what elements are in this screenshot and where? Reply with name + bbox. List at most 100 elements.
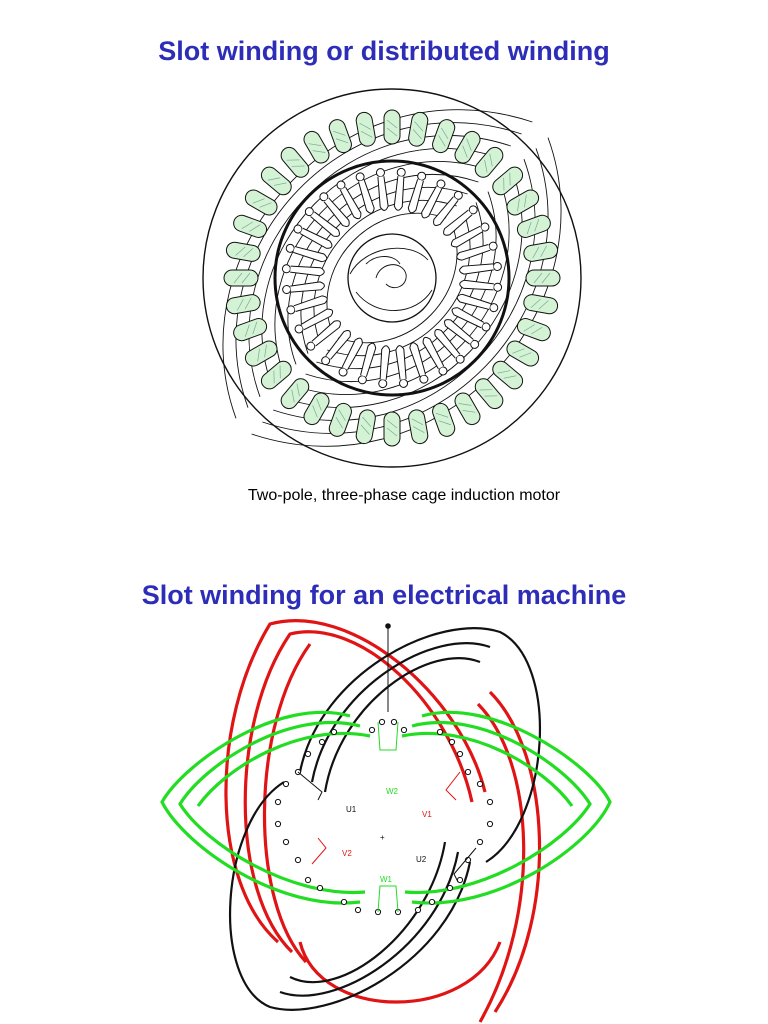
- terminal: [414, 906, 422, 914]
- stator-slot: [223, 269, 259, 287]
- rotor-bar: [407, 171, 427, 214]
- label-u1: U1: [346, 805, 357, 814]
- stator-slot: [244, 340, 278, 367]
- stator-slot: [383, 109, 401, 145]
- stator-outline: [202, 88, 582, 468]
- rotor-bar: [450, 222, 490, 248]
- shaft: [347, 233, 437, 323]
- rotor-bar: [409, 342, 429, 384]
- rotor-bar: [421, 179, 446, 219]
- label-v2: V2: [342, 849, 352, 858]
- stator-slot: [408, 111, 429, 147]
- stator-slot: [225, 294, 261, 315]
- label-v1: V1: [422, 810, 432, 819]
- rotor-bar: [306, 320, 341, 351]
- stator-slot: [225, 241, 261, 262]
- rotor-bar: [434, 329, 465, 364]
- terminal: [282, 838, 290, 846]
- terminal: [446, 884, 454, 892]
- rotor-bar: [443, 205, 478, 236]
- terminal: [282, 780, 290, 788]
- stator-slot: [516, 318, 551, 342]
- terminal: [274, 820, 282, 828]
- rotor-bar: [456, 293, 499, 313]
- stator-slot: [516, 214, 551, 238]
- stator-slot: [525, 269, 561, 287]
- rotor-bar: [282, 281, 325, 295]
- label-w2: W2: [386, 787, 399, 796]
- phase-v-red-coils: [224, 619, 542, 1023]
- rotor-bar: [433, 190, 463, 226]
- rotor-bar: [357, 342, 377, 385]
- stator-slot: [260, 360, 292, 390]
- air-gap: [273, 159, 511, 397]
- stator-slot: [328, 119, 352, 154]
- stator-slot: [355, 111, 376, 147]
- rotor-bar: [321, 330, 351, 366]
- stator-slot: [506, 340, 540, 367]
- stator-slot: [260, 166, 292, 196]
- stator-slot: [303, 130, 330, 164]
- rotor-bar: [355, 172, 375, 214]
- stator-slot: [454, 392, 481, 426]
- stator-slot: [303, 392, 330, 426]
- stator-slot: [233, 318, 268, 342]
- terminal: [476, 780, 484, 788]
- stator-slot: [233, 214, 268, 238]
- phase-u-black-coils: [228, 627, 542, 1011]
- stator-slot: [474, 146, 504, 178]
- rotor-bar: [444, 319, 480, 349]
- terminal: [330, 728, 338, 736]
- rotor-bar: [378, 345, 391, 389]
- terminal: [428, 898, 436, 906]
- stator-slot: [474, 378, 504, 410]
- rotor-bar: [422, 336, 448, 376]
- stator-slot: [432, 119, 456, 154]
- stator-slot: [280, 378, 310, 410]
- terminal: [294, 856, 302, 864]
- stator-slot: [383, 411, 401, 447]
- stator-slots: [223, 109, 561, 447]
- stator-slot: [432, 402, 456, 437]
- terminal: [368, 726, 376, 734]
- phase-w-green-coils: [160, 710, 612, 905]
- terminal: [390, 718, 398, 726]
- terminal: [274, 798, 282, 806]
- label-w1: W1: [380, 875, 393, 884]
- terminal: [464, 768, 472, 776]
- stator-slot: [523, 294, 559, 315]
- stator-slot: [244, 189, 278, 216]
- rotor-bar: [304, 207, 340, 237]
- terminal: [304, 876, 312, 884]
- terminal: [436, 728, 444, 736]
- phase-connections: [297, 623, 477, 913]
- rotor-bar: [286, 295, 328, 315]
- center-marker: +: [380, 833, 385, 842]
- rotor-bar: [459, 261, 502, 275]
- stator-slot: [454, 130, 481, 164]
- stator-slot: [492, 166, 524, 196]
- terminal: [448, 738, 456, 746]
- induction-motor-cross-section: [202, 88, 582, 468]
- section-title-slot-winding: Slot winding for an electrical machine: [141, 580, 627, 610]
- terminal: [354, 906, 362, 914]
- terminal: [340, 898, 348, 906]
- figure-caption: Two-pole, three-phase cage induction mot…: [247, 487, 561, 504]
- rotor-bar: [338, 337, 363, 377]
- stator-slot: [506, 189, 540, 216]
- rotor-bar: [456, 241, 498, 261]
- rotor-bar: [293, 224, 333, 249]
- rotor-bar: [459, 279, 503, 292]
- rotor-bar: [395, 345, 409, 388]
- label-u2: U2: [416, 855, 427, 864]
- stator-slot: [492, 360, 524, 390]
- terminal: [316, 884, 324, 892]
- rotor-bar: [294, 308, 334, 334]
- terminal: [456, 750, 464, 758]
- rotor-bar: [285, 243, 328, 263]
- terminal: [486, 798, 494, 806]
- stator-slot: [523, 241, 559, 262]
- terminal: [486, 820, 494, 828]
- stator-slot: [355, 409, 376, 445]
- terminal: [318, 738, 326, 746]
